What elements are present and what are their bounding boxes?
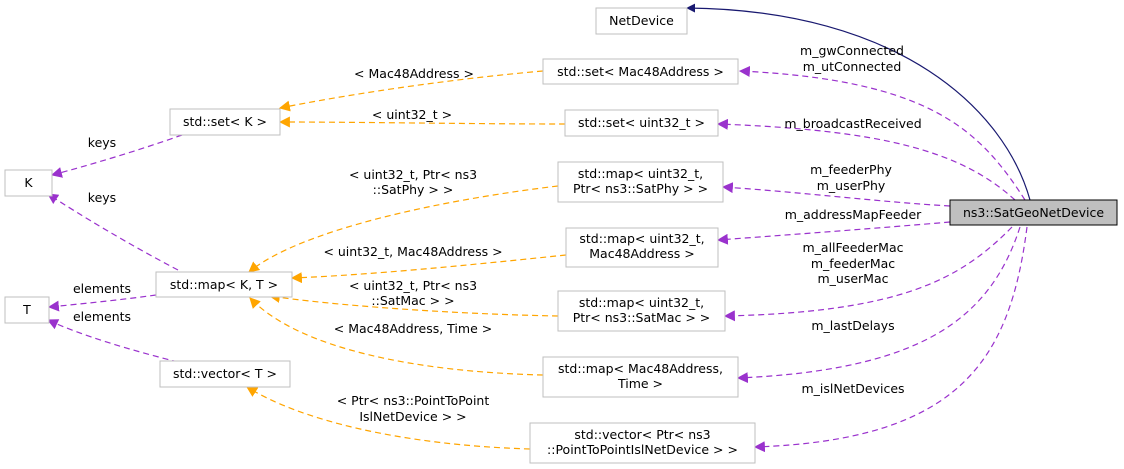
label-line: < Ptr< ns3::PointToPoint: [337, 393, 490, 408]
node-map-satmac[interactable]: std::map< uint32_t, Ptr< ns3::SatMac > >: [557, 290, 726, 332]
edge-gw-ut-connected: [738, 65, 1026, 201]
edge-isl-net-devices: [753, 226, 1028, 453]
node-label-line: std::map< uint32_t,: [578, 166, 703, 181]
edge-broadcast-received: [716, 118, 1016, 201]
label-last-delays: m_lastDelays: [811, 318, 894, 333]
edge-template-map-satphy: [248, 185, 559, 273]
node-label-line: std::vector< Ptr< ns3: [574, 427, 710, 442]
label-line: m_gwConnected: [800, 43, 904, 58]
edge-template-vector-isl: [246, 386, 531, 450]
node-label: std::vector< T >: [173, 366, 277, 381]
edge-elements-vector: [47, 319, 179, 363]
label-elements-vector: elements: [73, 309, 131, 324]
node-label-line: Ptr< ns3::SatMac > >: [573, 310, 711, 325]
label-template-mac48: < Mac48Address >: [354, 66, 474, 81]
label-template-isl: < Ptr< ns3::PointToPoint IslNetDevice > …: [337, 393, 490, 424]
edge-feeder-user-phy: [721, 182, 951, 207]
edge-template-set-mac48: [278, 70, 544, 112]
label-line: m_allFeederMac: [802, 240, 903, 255]
node-label: std::set< K >: [183, 114, 267, 129]
node-label-line: std::map< uint32_t,: [579, 295, 704, 310]
label-elements-map: elements: [73, 281, 131, 296]
edge-keys-map: [47, 193, 179, 271]
label-gw-ut-connected: m_gwConnected m_utConnected: [800, 43, 904, 74]
label-line: m_utConnected: [803, 59, 902, 74]
node-label: K: [24, 175, 33, 190]
node-map-kt[interactable]: std::map< K, T >: [155, 271, 293, 298]
label-line: m_userPhy: [817, 178, 886, 193]
label-line: < uint32_t, Ptr< ns3: [349, 278, 477, 293]
label-line: IslNetDevice > >: [359, 409, 466, 424]
label-keys-map: keys: [88, 190, 116, 205]
node-vector-isl[interactable]: std::vector< Ptr< ns3 ::PointToPointIslN…: [529, 422, 756, 464]
label-line: m_userMac: [817, 271, 888, 286]
node-label: ns3::SatGeoNetDevice: [963, 205, 1104, 220]
node-label-line: ::PointToPointIslNetDevice > >: [547, 442, 738, 457]
node-label: std::set< Mac48Address >: [557, 64, 724, 79]
edge-address-map-feeder: [716, 221, 951, 245]
node-label-line: Ptr< ns3::SatPhy > >: [573, 181, 708, 196]
node-label-line: Time >: [617, 376, 663, 391]
node-label: std::set< uint32_t >: [578, 115, 705, 130]
node-label-line: Mac48Address >: [589, 246, 694, 261]
label-line: ::SatPhy > >: [373, 182, 454, 197]
edge-inheritance-netdevice: [686, 3, 1031, 201]
node-set-mac48address[interactable]: std::set< Mac48Address >: [542, 58, 739, 85]
node-k[interactable]: K: [4, 169, 53, 197]
label-line: m_feederMac: [811, 256, 895, 271]
label-address-map-feeder: m_addressMapFeeder: [785, 207, 922, 222]
node-label: NetDevice: [609, 13, 674, 28]
node-map-mac48-time[interactable]: std::map< Mac48Address, Time >: [542, 356, 739, 398]
node-label-line: std::map< uint32_t,: [579, 231, 704, 246]
node-label: std::map< K, T >: [170, 277, 278, 292]
edge-template-set-uint32: [278, 116, 566, 128]
edge-keys-set: [50, 134, 183, 178]
node-label-line: std::map< Mac48Address,: [558, 361, 723, 376]
edge-template-map-satmac: [268, 292, 559, 317]
node-satgeonetdevice[interactable]: ns3::SatGeoNetDevice: [949, 199, 1118, 226]
label-line: ::SatMac > >: [371, 293, 454, 308]
label-line: m_feederPhy: [810, 162, 892, 177]
label-keys-set: keys: [88, 135, 116, 150]
label-template-uint-mac48: < uint32_t, Mac48Address >: [323, 244, 502, 259]
edge-template-map-mac48: [290, 254, 567, 284]
label-line: < uint32_t, Ptr< ns3: [349, 167, 477, 182]
node-t[interactable]: T: [4, 296, 50, 324]
node-set-k[interactable]: std::set< K >: [169, 108, 281, 136]
label-feeder-user-phy: m_feederPhy m_userPhy: [810, 162, 892, 193]
node-map-satphy[interactable]: std::map< uint32_t, Ptr< ns3::SatPhy > >: [557, 161, 724, 203]
label-template-uint32: < uint32_t >: [372, 107, 452, 122]
label-isl-net-devices: m_islNetDevices: [801, 381, 904, 396]
label-feeder-user-mac: m_allFeederMac m_feederMac m_userMac: [802, 240, 903, 286]
edge-template-map-time: [249, 297, 544, 376]
node-map-mac48address[interactable]: std::map< uint32_t, Mac48Address >: [565, 227, 719, 268]
node-netdevice[interactable]: NetDevice: [595, 7, 688, 35]
label-broadcast-received: m_broadcastReceived: [784, 116, 921, 131]
node-set-uint32[interactable]: std::set< uint32_t >: [564, 109, 719, 137]
label-template-satphy: < uint32_t, Ptr< ns3 ::SatPhy > >: [349, 167, 477, 197]
label-template-mac-time: < Mac48Address, Time >: [334, 321, 492, 336]
node-label: T: [22, 302, 31, 317]
edge-elements-map: [47, 294, 157, 312]
node-vector-t[interactable]: std::vector< T >: [159, 360, 291, 388]
label-template-satmac: < uint32_t, Ptr< ns3 ::SatMac > >: [349, 278, 477, 308]
